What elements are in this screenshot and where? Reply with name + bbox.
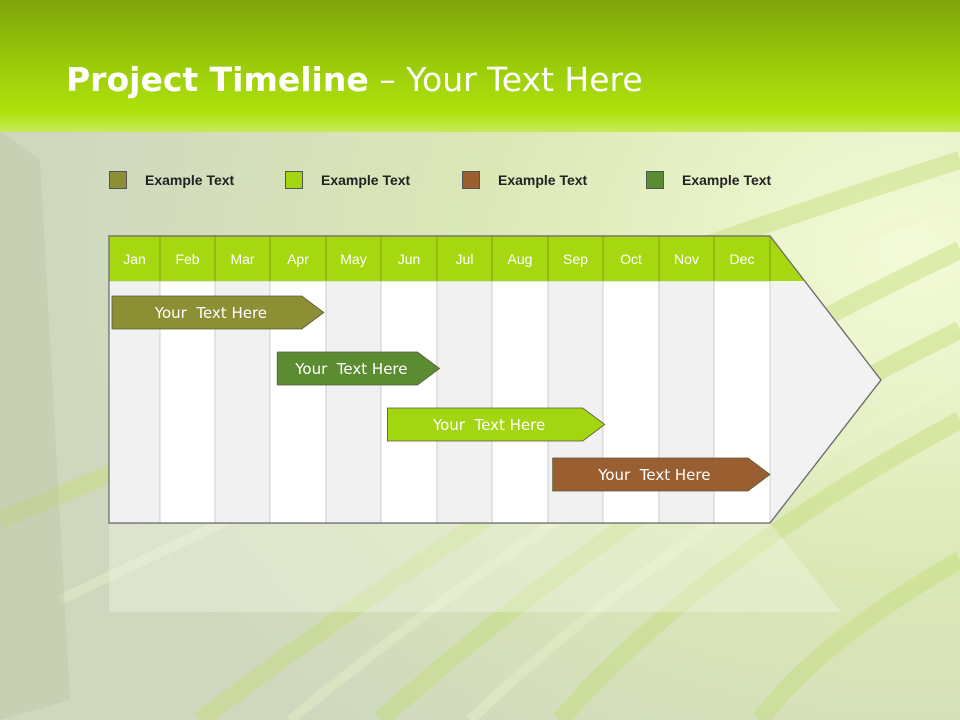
title-bar: Project Timeline – Your Text Here [0,0,960,132]
timeline-arrow-outline [108,235,882,524]
month-column [380,280,438,524]
month-label: Apr [287,251,309,267]
task-bar-label: Your Text Here [597,466,710,484]
legend-swatch-1 [109,171,127,189]
month-label: Jun [398,251,421,267]
month-column [491,280,549,524]
title-rest: – Your Text Here [368,60,643,99]
task-bar-label: Your Text Here [432,416,545,434]
month-label: Jan [123,251,146,267]
month-label: May [340,251,366,267]
task-bar [111,295,325,330]
task-bar-label: Your Text Here [294,360,407,378]
month-label: Feb [175,251,199,267]
title-bold: Project Timeline [66,60,369,99]
month-label: Sep [563,251,588,267]
month-label: Nov [674,251,699,267]
task-bar [387,407,606,442]
legend-label-4: Example Text [682,172,772,188]
legend-swatch-4 [646,171,664,189]
slide-title: Project Timeline – Your Text Here [66,60,643,99]
task-bar-label: Your Text Here [154,304,267,322]
legend-swatch-2 [285,171,303,189]
month-header-band [109,236,804,281]
task-bar [276,351,441,386]
month-column [436,280,493,524]
month-label: Mar [230,251,254,267]
legend-swatch-3 [462,171,480,189]
legend-label-2: Example Text [321,172,411,188]
month-label: Oct [620,251,642,267]
legend-label-3: Example Text [498,172,588,188]
month-label: Dec [730,251,755,267]
timeline-reflection [109,523,841,612]
legend-label-1: Example Text [145,172,235,188]
task-bar [552,457,771,492]
month-column [325,280,382,524]
month-label: Jul [456,251,474,267]
month-label: Aug [508,251,533,267]
